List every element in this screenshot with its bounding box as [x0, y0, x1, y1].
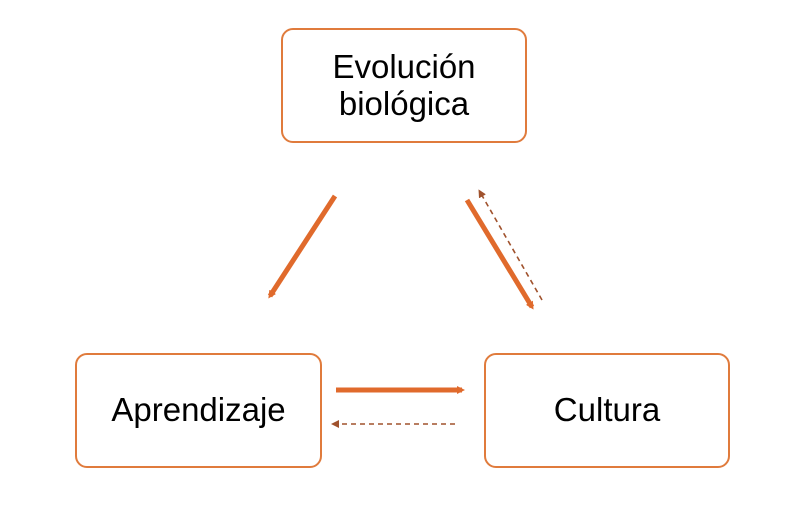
node-evolucion-biologica: Evolución biológica — [281, 28, 527, 143]
node-cultura-label: Cultura — [553, 391, 661, 429]
arrow-evolucion-to-aprendizaje — [267, 194, 338, 299]
arrow-evolucion-to-cultura — [464, 198, 535, 310]
node-aprendizaje: Aprendizaje — [75, 353, 322, 468]
node-aprendizaje-label: Aprendizaje — [111, 391, 286, 429]
node-cultura: Cultura — [484, 353, 730, 468]
arrow-cultura-to-evolucion — [478, 189, 543, 301]
node-evolucion-label: Evolución biológica — [332, 48, 476, 122]
